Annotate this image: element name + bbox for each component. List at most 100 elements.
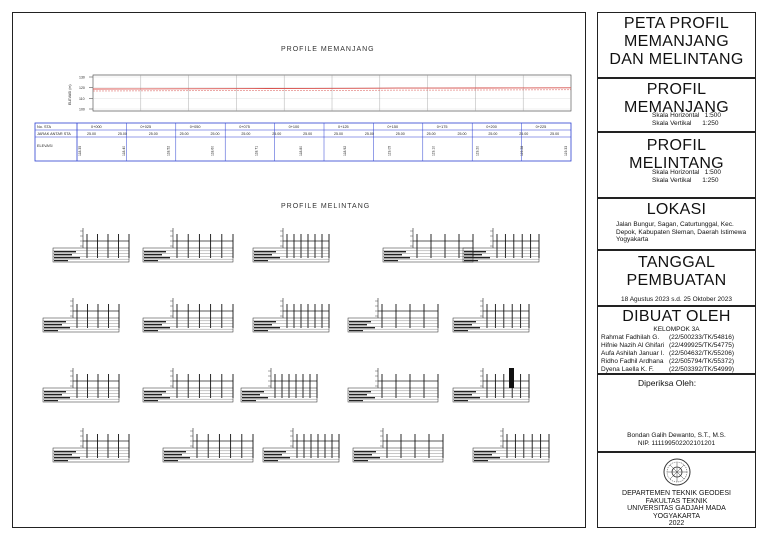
distance-value: 25.00 <box>211 132 220 136</box>
lokasi-box: LOKASI Jalan Bungur, Sagan, Caturtunggal… <box>597 198 756 250</box>
cross-table-label-bar <box>384 251 406 253</box>
elevation-value: 118.92 <box>343 146 347 156</box>
profil-melintang-box: PROFIL MELINTANG Skala Horizontal 1:500 … <box>597 132 756 198</box>
table-label-jarak: JARAK ANTAR STA <box>37 132 71 136</box>
cross-table-label-bar <box>242 394 260 396</box>
sta-number: 0+075 <box>239 125 250 129</box>
cross-table-label-bar <box>144 397 170 399</box>
cross-table-label-bar <box>384 254 402 256</box>
cross-table-label-bar <box>349 394 367 396</box>
long-table-frame <box>34 122 572 162</box>
main-title-box: PETA PROFIL MEMANJANG DAN MELINTANG <box>597 12 756 78</box>
cross-section <box>347 368 439 403</box>
long-tick-label: 110 <box>79 97 85 101</box>
tanggal-title-2: PEMBUATAN <box>626 272 727 289</box>
cross-section <box>240 368 318 403</box>
cross-table-label-bar <box>354 460 368 462</box>
cross-section <box>452 368 530 403</box>
cross-table <box>142 247 234 263</box>
cross-section <box>472 428 550 463</box>
cross-table-label-bar <box>242 397 268 399</box>
cross-table-label-bar <box>242 391 264 393</box>
member-row: Aufa Ashilah Januar I.(22/504632/TK/5520… <box>601 349 735 357</box>
cross-table-label-bar <box>454 327 480 329</box>
cross-table-label-bar <box>349 330 363 332</box>
main-title-line-3: DAN MELINTANG <box>609 51 744 68</box>
cross-section <box>347 298 439 333</box>
distance-value: 25.00 <box>458 132 467 136</box>
cross-table-label-bar <box>144 321 166 323</box>
cross-table-label-bar <box>454 394 472 396</box>
institusi-line-3: UNIVERSITAS GADJAH MADA <box>627 505 726 512</box>
sta-number: 0+175 <box>437 125 448 129</box>
institusi-line-1: DEPARTEMEN TEKNIK GEODESI <box>622 490 731 497</box>
cross-table-label-bar <box>44 400 58 402</box>
cross-table <box>252 247 330 263</box>
cross-table-label-bar <box>474 460 488 462</box>
cross-table-label-bar <box>144 324 162 326</box>
member-row: Dyena Laella K. F.(22/503392/TK/54999) <box>601 365 735 373</box>
tanggal-text: 18 Agustus 2023 s.d. 25 Oktober 2023 <box>621 296 732 303</box>
sta-number: 0+150 <box>387 125 398 129</box>
cross-table <box>42 317 120 333</box>
long-design-line <box>92 89 572 92</box>
cross-table-label-bar <box>54 451 76 453</box>
elevation-value: 119.05 <box>387 146 391 156</box>
cross-table-label-bar <box>144 257 170 259</box>
elevation-value: 118.35 <box>78 146 82 156</box>
cross-table-label-bar <box>144 330 158 332</box>
cross-table-label-bar <box>54 257 80 259</box>
cross-table-label-bar <box>384 257 410 259</box>
cross-table-label-bar <box>474 454 492 456</box>
cross-table-label-bar <box>254 327 280 329</box>
table-label-sta: No. STA <box>37 125 52 129</box>
sta-number: 0+050 <box>190 125 201 129</box>
cross-filled-block <box>509 368 514 388</box>
cross-table-label-bar <box>349 391 371 393</box>
cross-section <box>262 428 340 463</box>
cross-section <box>52 428 130 463</box>
cross-table-label-bar <box>44 327 70 329</box>
diperiksa-nip: NIP. 111199502202101201 <box>637 439 716 447</box>
lokasi-title: LOKASI <box>646 201 707 218</box>
cross-table <box>162 447 254 463</box>
profil-memanjang-title-1: PROFIL <box>646 81 707 98</box>
cross-table <box>352 447 444 463</box>
cross-table <box>452 387 530 403</box>
cross-table-label-bar <box>254 321 276 323</box>
long-tick-label: 130 <box>79 76 85 80</box>
cross-table-label-bar <box>264 460 278 462</box>
cross-table-label-bar <box>164 454 182 456</box>
cross-table-label-bar <box>144 327 170 329</box>
long-tick-label: 100 <box>79 108 85 112</box>
cross-section <box>52 228 130 263</box>
title-block: PETA PROFIL MEMANJANG DAN MELINTANG PROF… <box>597 12 756 528</box>
cross-table-label-bar <box>254 324 272 326</box>
long-profile-title: PROFILE MEMANJANG <box>281 46 375 53</box>
distance-value: 25.00 <box>149 132 158 136</box>
distance-value: 25.00 <box>427 132 436 136</box>
sta-number: 0+000 <box>91 125 102 129</box>
long-profile-line <box>92 87 572 90</box>
cross-table-label-bar <box>349 397 375 399</box>
dibuat-oleh-title: DIBUAT OLEH <box>622 308 731 325</box>
distance-value: 25.00 <box>365 132 374 136</box>
cross-table <box>42 387 120 403</box>
member-list: Rahmat Fadhilah G.(22/500233/TK/54816) H… <box>598 334 755 374</box>
cross-section <box>142 298 234 333</box>
elevation-value: 118.60 <box>211 146 215 156</box>
cross-table-label-bar <box>474 457 500 459</box>
cross-table-label-bar <box>44 391 66 393</box>
elevation-value: 119.20 <box>476 146 480 156</box>
table-label-elevasi: ELEVASI <box>37 144 53 148</box>
cross-section <box>42 368 120 403</box>
profil-melintang-title-2: MELINTANG <box>629 155 724 172</box>
distance-value: 25.00 <box>488 132 497 136</box>
distance-value: 25.00 <box>519 132 528 136</box>
cross-table-label-bar <box>54 454 72 456</box>
diperiksa-title: Diperiksa Oleh: <box>638 378 697 388</box>
cross-table-label-bar <box>54 260 68 262</box>
cross-table-label-bar <box>349 324 367 326</box>
sta-number: 0+200 <box>486 125 497 129</box>
melintang-skala-horizontal: Skala Horizontal 1:500 <box>652 169 722 176</box>
